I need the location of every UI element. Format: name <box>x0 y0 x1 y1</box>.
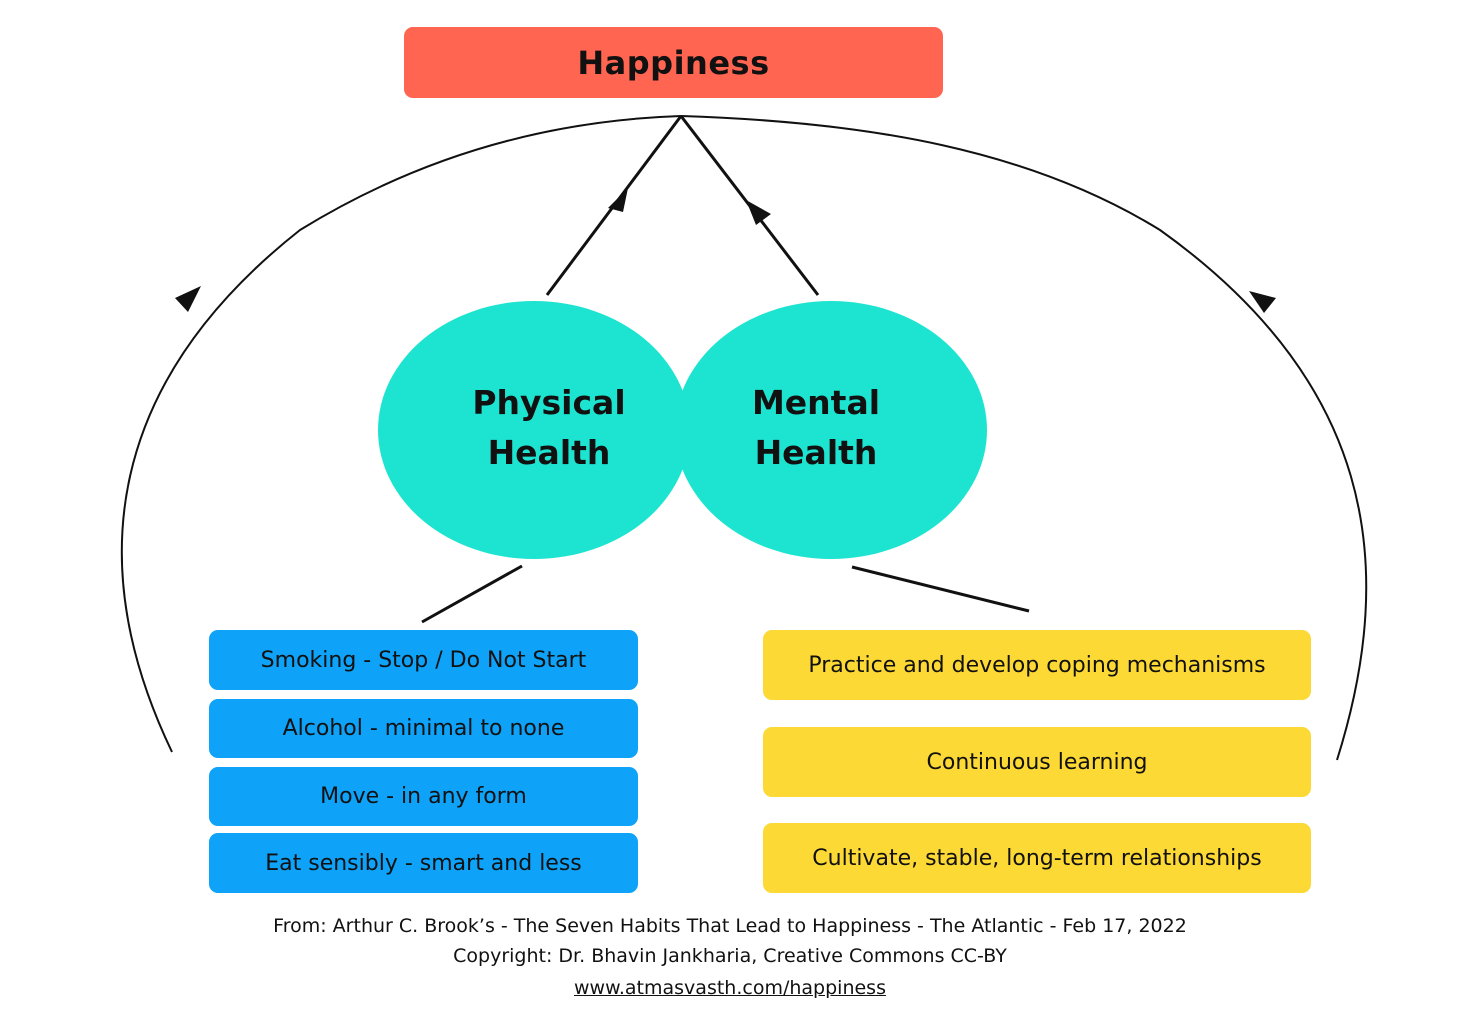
physical-label-line1: Physical <box>472 383 626 422</box>
physical-label-line2: Health <box>487 433 611 472</box>
footer-copyright: Copyright: Dr. Bhavin Jankharia, Creativ… <box>453 945 1007 967</box>
arrowhead-arc-right <box>1249 291 1276 313</box>
physical-health-label: Physical Health <box>393 378 705 478</box>
footer-source: From: Arthur C. Brook’s - The Seven Habi… <box>273 915 1187 937</box>
physical-habit-label: Eat sensibly - smart and less <box>265 850 582 876</box>
line-physical-to-habits <box>421 564 523 624</box>
physical-health-ellipse <box>378 301 690 559</box>
mental-health-ellipse <box>675 301 987 559</box>
mental-habit-label: Continuous learning <box>926 749 1148 775</box>
physical-habit-smoking: Smoking - Stop / Do Not Start <box>209 630 638 690</box>
mental-label-line2: Health <box>754 433 878 472</box>
arc-left <box>120 115 682 753</box>
physical-habit-alcohol: Alcohol - minimal to none <box>209 699 638 758</box>
mental-habit-relationships: Cultivate, stable, long-term relationshi… <box>763 823 1311 893</box>
footer-url-link[interactable]: www.atmasvasth.com/happiness <box>574 977 886 999</box>
happiness-box: Happiness <box>404 27 943 98</box>
physical-habit-eat: Eat sensibly - smart and less <box>209 833 638 893</box>
physical-habit-move: Move - in any form <box>209 767 638 826</box>
mental-health-label: Mental Health <box>660 378 972 478</box>
mental-label-line1: Mental <box>751 383 881 422</box>
physical-habit-label: Smoking - Stop / Do Not Start <box>260 647 587 673</box>
mental-habit-learning: Continuous learning <box>763 727 1311 797</box>
happiness-title: Happiness <box>577 43 770 82</box>
arrowhead-mental <box>746 200 771 225</box>
line-mental-to-habits <box>851 565 1030 613</box>
mental-habit-coping: Practice and develop coping mechanisms <box>763 630 1311 700</box>
arc-right <box>680 115 1368 761</box>
arrowhead-physical <box>608 188 628 212</box>
arrowhead-arc-left <box>175 286 201 312</box>
physical-habit-label: Move - in any form <box>320 784 527 809</box>
mental-habit-label: Cultivate, stable, long-term relationshi… <box>812 845 1262 871</box>
mental-habit-label: Practice and develop coping mechanisms <box>808 652 1266 678</box>
physical-habit-label: Alcohol - minimal to none <box>282 716 565 741</box>
